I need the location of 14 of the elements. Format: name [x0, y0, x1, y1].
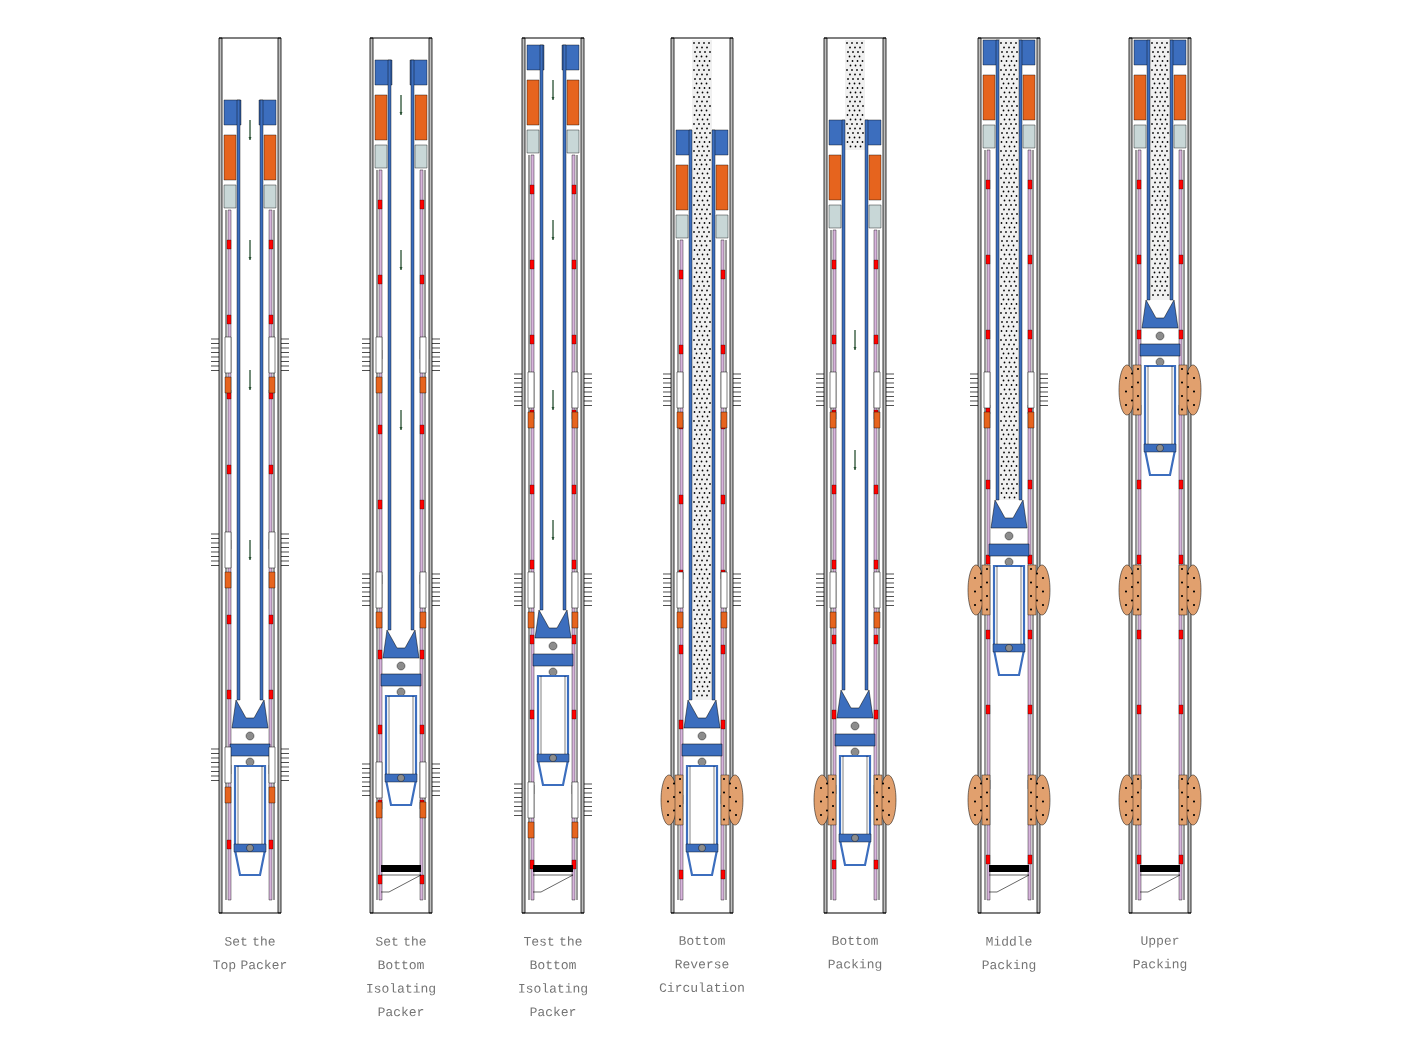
node-label: Upper Packing: [1133, 936, 1187, 971]
node-label: Bottom Reverse Circulation: [659, 936, 744, 992]
node-label: Set the Bottom Isolating Packer: [367, 936, 435, 1017]
node-label: Middle Packing: [982, 936, 1036, 972]
downhole-tool-drawing: [967, 37, 1051, 914]
downhole-tool-drawing: [813, 37, 897, 914]
downhole-tool-drawing: [1118, 37, 1202, 914]
node-label: Bottom Packing: [828, 936, 882, 972]
downhole-tool-drawing: [361, 37, 441, 914]
downhole-tool-drawing: [660, 37, 744, 914]
node-label: Set the Top Packer: [213, 936, 287, 972]
downhole-tool-drawing: [513, 37, 593, 914]
node-label: Test the Bottom Isolating Packer: [519, 936, 587, 1017]
downhole-tool-drawing: [210, 37, 290, 914]
